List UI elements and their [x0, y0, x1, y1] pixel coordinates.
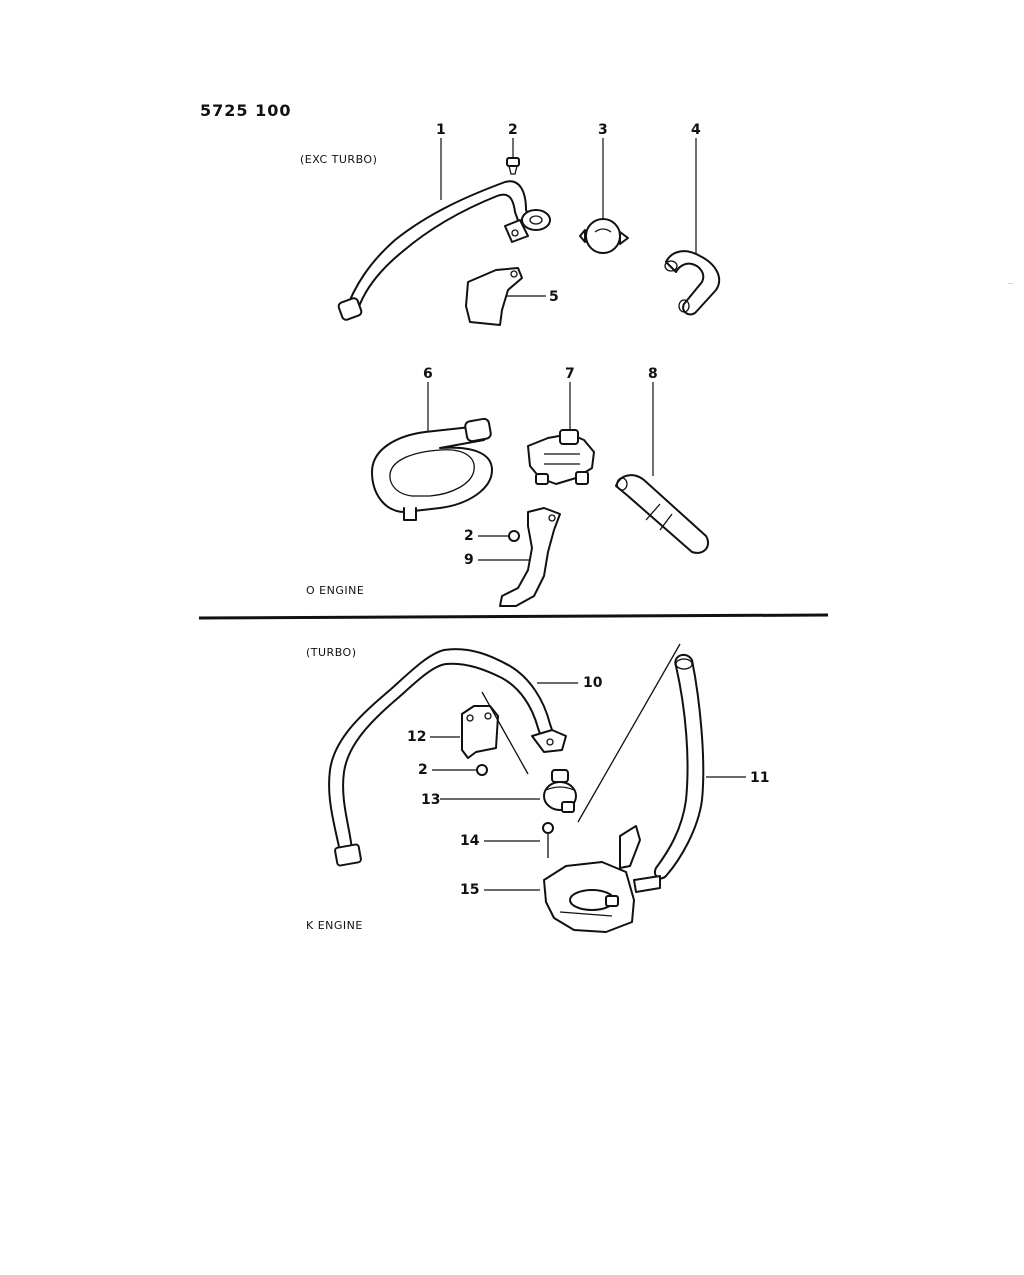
- callout-3: 3: [598, 122, 608, 138]
- section-divider: [198, 613, 829, 620]
- part-2-nut-bottom: [476, 764, 488, 776]
- section-label-turbo: (TURBO): [306, 646, 357, 659]
- part-11-hose: [577, 643, 705, 880]
- part-12-bracket: [461, 691, 529, 775]
- section-label-exc-turbo: (EXC TURBO): [300, 153, 378, 166]
- diagram-code: 5725 100: [200, 101, 292, 120]
- part-4-hose: [664, 250, 721, 316]
- callout-15: 15: [460, 882, 480, 898]
- part-8-hose: [615, 474, 710, 554]
- part-7-valve-body: [527, 429, 595, 485]
- part-5-bracket: [465, 267, 523, 326]
- callout-6: 6: [423, 366, 433, 382]
- callout-14: 14: [460, 833, 480, 849]
- stray-dots: ..: [1008, 277, 1013, 286]
- part-2-fitting-top: [506, 157, 520, 175]
- callout-10: 10: [583, 675, 603, 691]
- callout-2-top: 2: [508, 122, 518, 138]
- part-14-clip: [542, 822, 554, 858]
- part-13-solenoid: [543, 769, 577, 813]
- callout-7: 7: [565, 366, 575, 382]
- callout-2-bottom: 2: [418, 762, 428, 778]
- part-9-bracket: [499, 507, 561, 607]
- section-label-k-engine: K ENGINE: [306, 919, 363, 932]
- part-6-loop-hose: [371, 417, 493, 521]
- part-2-nut-mid: [508, 530, 520, 542]
- part-3-valve: [579, 218, 629, 254]
- part-1-pipe: [337, 180, 551, 321]
- callout-11: 11: [750, 770, 770, 786]
- callout-2-mid: 2: [464, 528, 474, 544]
- callout-1: 1: [436, 122, 446, 138]
- part-15-vacuum-unit: [543, 825, 661, 933]
- callout-13: 13: [421, 792, 441, 808]
- callout-12: 12: [407, 729, 427, 745]
- callout-4: 4: [691, 122, 701, 138]
- callout-9: 9: [464, 552, 474, 568]
- callout-8: 8: [648, 366, 658, 382]
- section-label-o-engine: O ENGINE: [306, 584, 365, 597]
- part-10-pipe: [328, 648, 567, 867]
- callout-5: 5: [549, 289, 559, 305]
